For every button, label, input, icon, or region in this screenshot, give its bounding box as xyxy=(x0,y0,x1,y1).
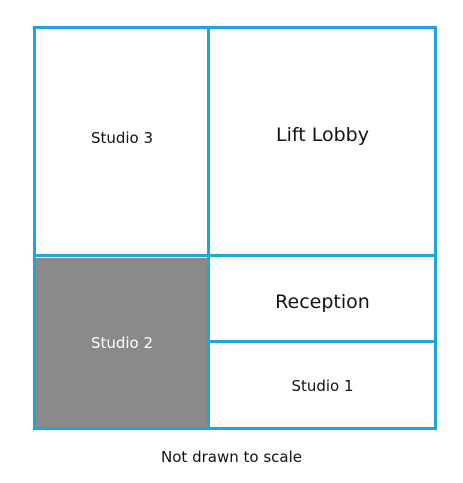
room-lift-lobby-label: Lift Lobby xyxy=(276,124,369,146)
room-studio-1-label: Studio 1 xyxy=(291,376,354,395)
scale-note: Not drawn to scale xyxy=(161,448,302,466)
wall-vertical-divider xyxy=(207,26,210,430)
room-studio-2-label: Studio 2 xyxy=(90,333,154,352)
room-lift-lobby: Lift Lobby xyxy=(211,29,434,255)
room-studio-1: Studio 1 xyxy=(211,344,434,427)
wall-reception-divider xyxy=(207,340,437,343)
room-studio-3-label: Studio 3 xyxy=(90,129,154,147)
plan-outline xyxy=(33,26,437,430)
wall-horizontal-divider xyxy=(33,254,437,257)
room-studio-3: Studio 3 xyxy=(36,29,208,255)
room-studio-2: Studio 2 xyxy=(36,258,208,427)
room-reception-label: Reception xyxy=(275,290,370,313)
room-reception: Reception xyxy=(211,258,434,341)
